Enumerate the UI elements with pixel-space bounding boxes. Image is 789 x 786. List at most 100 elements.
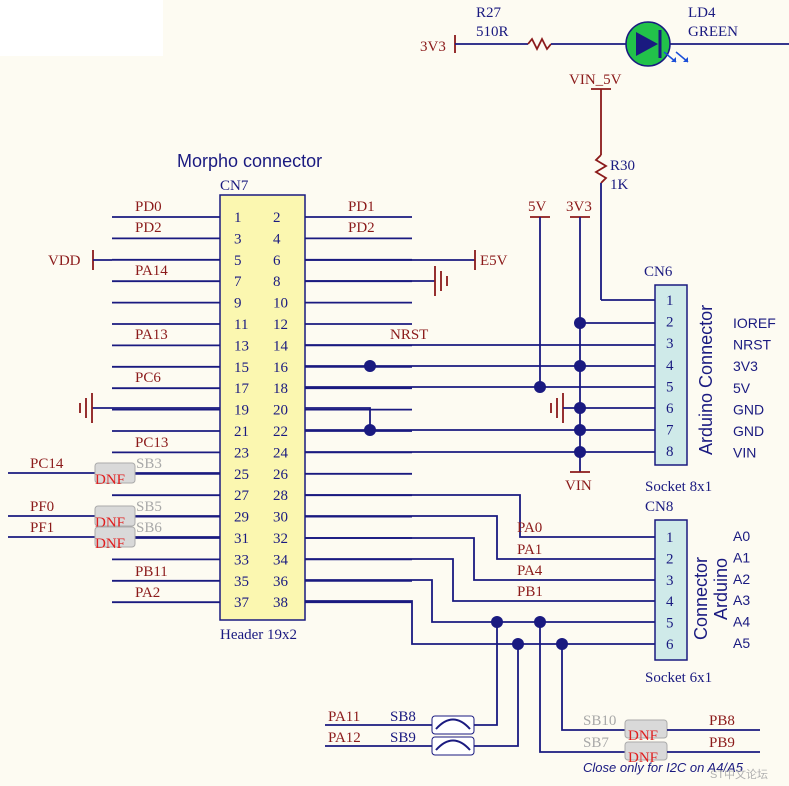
cn7-pin-number: 31 — [234, 531, 249, 547]
net-pc13: PC13 — [135, 435, 168, 451]
cn8-ref: CN8 — [645, 499, 673, 515]
sb5-pad — [94, 505, 136, 527]
cn8-signal-name: A1 — [733, 549, 750, 565]
sb7-pad — [624, 741, 668, 761]
sb8-jumper — [435, 718, 471, 730]
cn6-signal-name: IOREF — [733, 315, 776, 331]
junction-dot — [534, 381, 546, 393]
cn7-body — [219, 194, 306, 621]
led-light-arrowhead-1 — [671, 57, 676, 62]
cn7-pin-number: 2 — [273, 210, 281, 226]
cn7-footer: Header 19x2 — [220, 627, 297, 643]
wire-pa1 — [305, 515, 655, 560]
cn7-title: Morpho connector — [177, 151, 322, 171]
sb7-label: SB7 — [583, 735, 609, 751]
sb10-label: SB10 — [583, 713, 616, 729]
wire-pa0 — [305, 494, 655, 538]
cn6-pin-number: 4 — [666, 358, 674, 374]
ld4-ref: LD4 — [688, 5, 716, 21]
net-pa2: PA2 — [135, 585, 160, 601]
3v3-label: 3V3 — [420, 39, 446, 55]
cn7-pin-number: 22 — [273, 424, 288, 440]
wire-sb9 — [474, 644, 519, 747]
cn6-signal-name: 5V — [733, 380, 751, 396]
r27-ref: R27 — [476, 5, 502, 21]
cn7-pin-number: 27 — [234, 488, 250, 504]
cn7-pin-number: 36 — [273, 574, 289, 590]
wire-pin20 — [305, 407, 371, 430]
cn6-5v-label: 5V — [528, 199, 547, 215]
ld4-value: GREEN — [688, 24, 738, 40]
wire-sb7 — [539, 622, 625, 753]
cn7-pin-number: 35 — [234, 574, 249, 590]
cn7-pin-number: 38 — [273, 595, 288, 611]
vin-r30-branch: VIN_5V R30 1K — [569, 72, 655, 301]
r30-resistor — [594, 154, 608, 184]
sb3-pad — [94, 462, 136, 484]
cn7-pin-number: 11 — [234, 317, 248, 333]
sb6-label: SB6 — [136, 520, 162, 536]
junction-dot — [574, 424, 586, 436]
cn6-body — [654, 284, 688, 466]
net-nrst: NRST — [390, 327, 428, 343]
bottom-right-bridges: SB10 SB7 DNF DNF PB8 PB9 Close only for … — [583, 713, 768, 781]
cn7-pin-number: 28 — [273, 488, 288, 504]
cn7-pin-number: 15 — [234, 360, 249, 376]
cn7-pin-number: 7 — [234, 274, 242, 290]
led-triangle — [636, 32, 658, 56]
net-pa4: PA4 — [517, 563, 543, 579]
cn8-pin-number: 1 — [666, 530, 674, 546]
led-circuit: 3V3 R27 510R LD4 GREEN — [420, 5, 789, 67]
cn7-pin-numbers: 1357911131517192123252729313335372468101… — [234, 210, 289, 611]
cn6-signal-name: GND — [733, 423, 764, 439]
vin-5v-label: VIN_5V — [569, 72, 622, 88]
sb9-jumper — [435, 739, 471, 751]
cn7-pin-number: 4 — [273, 231, 281, 247]
sb8-pad — [431, 715, 475, 735]
net-pa1: PA1 — [517, 542, 542, 558]
junction-dot — [364, 360, 376, 372]
led-light-arrowhead-2 — [683, 57, 688, 62]
cn7-pin-number: 34 — [273, 552, 289, 568]
cn7-pin-number: 19 — [234, 403, 249, 419]
sb6-dnf: DNF — [95, 536, 125, 552]
net-pa14: PA14 — [135, 263, 168, 279]
cn7-pin-number: 32 — [273, 531, 288, 547]
cn7-pin-number: 10 — [273, 296, 288, 312]
pf0-label: PF0 — [30, 499, 54, 515]
r30-ref: R30 — [610, 158, 635, 174]
net-pd2-left: PD2 — [135, 220, 162, 236]
cn6-pin-number: 3 — [666, 336, 674, 352]
cn7-pin-number: 26 — [273, 467, 289, 483]
cn7-pin-number: 6 — [273, 253, 281, 269]
junction-dot — [574, 402, 586, 414]
cn6-pin-number: 8 — [666, 444, 674, 460]
cn6-vin-label: VIN — [565, 478, 592, 494]
net-pa0: PA0 — [517, 520, 542, 536]
cn7-pin-number: 12 — [273, 317, 288, 333]
cn8-pin-number: 5 — [666, 616, 674, 632]
cn6-signal-name: GND — [733, 401, 764, 417]
junction-dot — [574, 446, 586, 458]
cn7-pin-number: 23 — [234, 445, 249, 461]
cn7-pin-number: 5 — [234, 253, 242, 269]
r30-value: 1K — [610, 177, 629, 193]
cn7-pin-number: 8 — [273, 274, 281, 290]
cn6-signal-name: VIN — [733, 445, 756, 461]
cn7-pin-number: 17 — [234, 381, 250, 397]
left-solder-bridges: PC14 SB3 DNF PF0 SB5 DNF PF1 SB6 DNF — [8, 456, 220, 552]
sb6-pad — [94, 526, 136, 548]
cn7-pin-number: 18 — [273, 381, 288, 397]
cn7-pin-number: 29 — [234, 510, 249, 526]
cn8-body — [654, 519, 688, 661]
junction-dot — [574, 317, 586, 329]
cn7-pin-number: 24 — [273, 445, 289, 461]
cn6-pin-number: 1 — [666, 293, 674, 309]
cn7-pin-number: 9 — [234, 296, 242, 312]
cn6-rails: 5V 3V3 VIN — [528, 199, 655, 494]
cn7-pin-number: 33 — [234, 552, 249, 568]
cn6-signal-name: 3V3 — [733, 358, 758, 374]
